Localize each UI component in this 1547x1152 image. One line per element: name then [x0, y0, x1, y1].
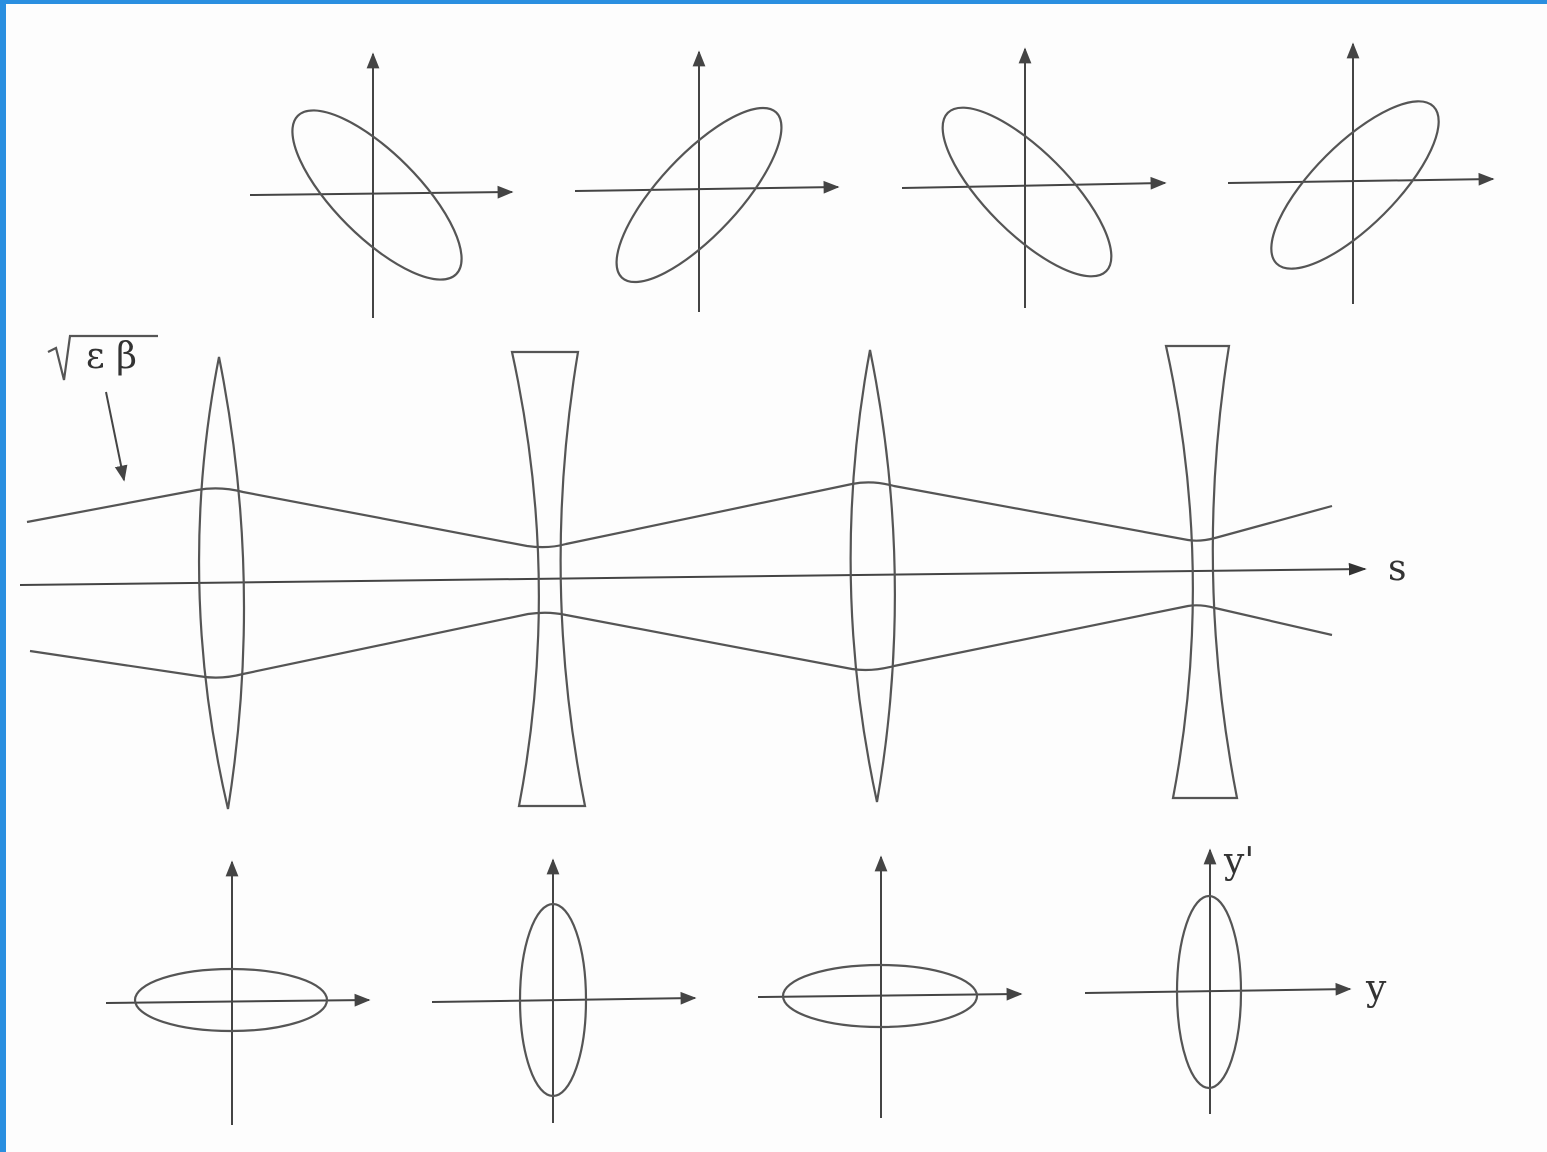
envelope-label: ε β	[47, 334, 158, 482]
phase-ellipse	[1175, 894, 1243, 1090]
top-phase-space-4	[1227, 42, 1495, 304]
envelope-label-text: ε β	[86, 336, 137, 377]
phase-ellipse	[615, 106, 783, 284]
bottom-phase-space-3	[757, 855, 1023, 1118]
bottom-phase-space-4: y' y	[1084, 841, 1387, 1114]
x-axis-arrow-icon	[901, 176, 1167, 190]
y-axis-arrow-icon	[1084, 982, 1352, 996]
bottom-phase-space-1	[105, 860, 371, 1125]
top-phase-space-1	[249, 52, 514, 318]
y-prime-axis-label: y'	[1223, 841, 1254, 882]
x-axis-arrow-icon	[574, 180, 840, 194]
pointer-arrow-icon	[105, 391, 128, 482]
y-axis-label: y	[1365, 968, 1387, 1009]
x-axis-arrow-icon	[431, 991, 697, 1005]
sqrt-icon	[47, 334, 158, 381]
top-phase-space-2	[574, 50, 840, 312]
left-accent-bar	[0, 0, 6, 1152]
upper-envelope	[26, 481, 1333, 549]
phase-ellipse	[133, 967, 329, 1033]
phase-ellipse	[1270, 100, 1440, 270]
s-axis-label: s	[1388, 548, 1406, 589]
bottom-phase-space-2	[431, 858, 697, 1123]
x-axis-arrow-icon	[105, 993, 371, 1007]
lower-envelope	[29, 604, 1333, 679]
defocusing-lens-2	[1164, 344, 1239, 800]
phase-ellipse	[781, 963, 979, 1029]
phase-ellipse	[291, 109, 463, 281]
phase-ellipse	[941, 106, 1113, 278]
focusing-lens-2	[849, 349, 896, 803]
top-accent-bar	[0, 0, 1547, 4]
top-phase-space-3	[901, 47, 1167, 308]
x-axis-arrow-icon	[249, 185, 514, 199]
focusing-lens-1	[197, 356, 246, 810]
x-axis-arrow-icon	[757, 987, 1023, 1001]
defocusing-lens-1	[510, 350, 587, 808]
s-axis-arrow-icon	[19, 562, 1367, 586]
x-axis-arrow-icon	[1227, 172, 1495, 186]
beamline: s	[19, 344, 1406, 810]
phase-ellipse	[518, 902, 588, 1098]
